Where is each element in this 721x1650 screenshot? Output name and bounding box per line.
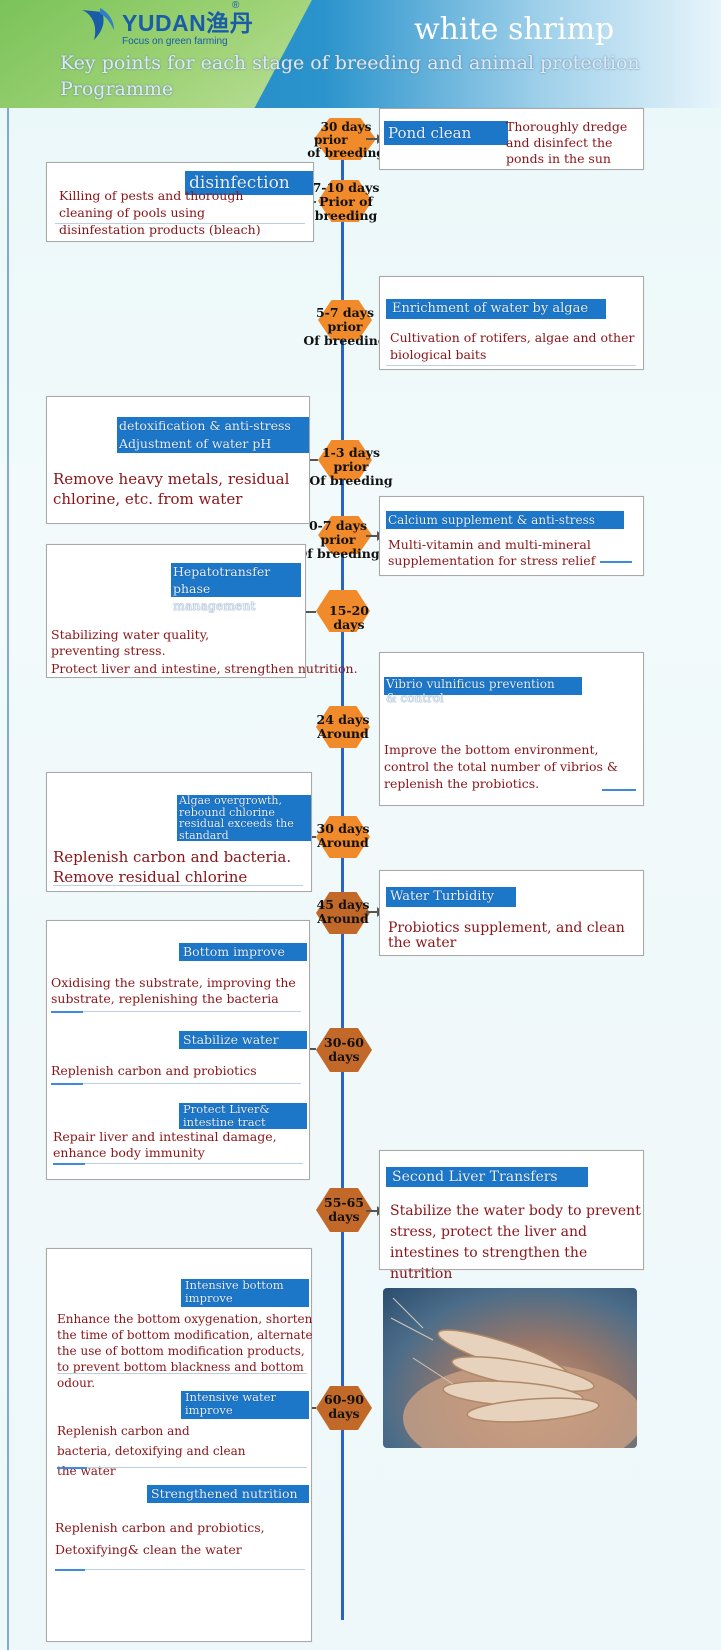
card-disinfection: disinfection Killing of pests and thorou… — [46, 162, 314, 242]
card-title: Water Turbidity — [386, 887, 516, 907]
card-body: Multi-vitamin and multi-mineral suppleme… — [388, 537, 596, 568]
header: YUDAN渔丹 Focus on green farming ® white s… — [0, 0, 721, 108]
card-body: Killing of pests and thorough cleaning o… — [59, 188, 261, 237]
logo-text: YUDAN渔丹 Focus on green farming — [122, 4, 253, 47]
stage-marker — [316, 706, 370, 748]
stage-marker — [316, 1028, 372, 1072]
divider — [51, 1011, 301, 1012]
arrow-right — [366, 134, 383, 144]
card-body-2: Protect liver and intestine, strengthen … — [51, 661, 358, 676]
stage-marker — [316, 1386, 372, 1430]
divider — [55, 1569, 85, 1571]
card-body: Repair liver and intestinal damage, enha… — [53, 1129, 277, 1160]
divider — [53, 885, 303, 886]
timeline-axis — [341, 130, 344, 1620]
card-title: Enrichment of water by algae — [386, 299, 606, 319]
registered-mark: ® — [232, 0, 240, 11]
stage-label: 15-20 days — [329, 603, 369, 632]
card-title: Vibrio vulnificus prevention& control — [384, 677, 582, 705]
arrow-right — [366, 907, 383, 917]
stage-marker — [316, 1188, 372, 1232]
divider — [57, 1373, 307, 1374]
brand-name: YUDAN渔丹 — [122, 10, 254, 36]
brand-tagline: Focus on green farming — [122, 36, 228, 47]
card-pond-clean: Pond clean Thoroughly dredge and disinfe… — [379, 108, 644, 170]
card-group-60-90: Intensive bottom improve Enhance the bot… — [46, 1248, 313, 1642]
left-border-line — [7, 108, 9, 1650]
divider — [600, 561, 632, 563]
card-calcium: Calcium supplement & anti-stress Multi-v… — [379, 496, 644, 576]
card-title: Strengthened nutrition — [147, 1485, 309, 1503]
card-second-liver: Second Liver Transfers Stabilize the wat… — [379, 1150, 644, 1282]
card-body: Replenish carbon and bacteria, detoxifyi… — [57, 1424, 246, 1478]
card-body: Stabilize the water body to prevent stre… — [390, 1203, 641, 1282]
card-title: Pond clean — [384, 121, 508, 145]
divider — [53, 1163, 85, 1165]
stage-marker — [314, 118, 376, 160]
divider — [57, 1467, 307, 1468]
card-algae-overgrowth: Algae overgrowth, rebound chlorine resid… — [46, 772, 312, 892]
stage-marker — [316, 590, 370, 632]
divider — [51, 1011, 83, 1013]
page-title: white shrimp — [414, 12, 615, 47]
card-water-turbidity: Water Turbidity Probiotics supplement, a… — [379, 870, 644, 956]
stage-marker — [316, 816, 370, 858]
card-body: Replenish carbon and probiotics, Detoxif… — [55, 1520, 265, 1557]
card-group-30-60: Bottom improve Oxidising the substrate, … — [46, 920, 310, 1180]
card-title: Intensive water improve — [181, 1391, 309, 1419]
fish-logo-icon — [82, 8, 114, 40]
card-body: Oxidising the substrate, improving the s… — [51, 975, 296, 1006]
card-body-1: Stabilizing water quality, preventing st… — [51, 627, 210, 658]
card-title: Intensive bottom improve — [181, 1279, 309, 1307]
card-body: Remove heavy metals, residual chlorine, … — [53, 470, 290, 508]
divider — [602, 789, 636, 791]
card-title: Calcium supplement & anti-stress — [386, 511, 624, 529]
divider — [55, 1569, 305, 1570]
stage-marker — [316, 892, 370, 934]
card-title: Algae overgrowth, rebound chlorine resid… — [177, 795, 311, 841]
card-algae-enrichment: Enrichment of water by algae Cultivation… — [379, 276, 644, 370]
card-body: Thoroughly dredge and disinfect the pond… — [506, 119, 628, 166]
card-body: Cultivation of rotifers, algae and other… — [390, 330, 635, 362]
card-title: Bottom improve — [179, 943, 307, 961]
arrow-right — [366, 531, 383, 541]
card-body: Probiotics supplement, and clean the wat… — [388, 920, 625, 951]
card-title: Stabilize water — [179, 1031, 307, 1049]
divider — [386, 365, 636, 366]
divider — [51, 1083, 83, 1085]
card-body: Replenish carbon and probiotics — [51, 1063, 257, 1078]
card-vibrio: Vibrio vulnificus prevention& control Im… — [379, 652, 644, 806]
card-body: Replenish carbon and bacteria. Remove re… — [53, 848, 292, 886]
card-title: Protect Liver& intestine tract — [179, 1103, 307, 1129]
card-title: disinfection — [185, 171, 313, 195]
arrow-right — [366, 1206, 383, 1216]
card-body: Improve the bottom environment, control … — [384, 742, 619, 791]
logo: YUDAN渔丹 Focus on green farming — [78, 4, 253, 47]
shrimp-illustration — [390, 1297, 637, 1448]
divider — [55, 223, 305, 224]
divider — [57, 1467, 87, 1469]
card-body: Enhance the bottom oxygenation, shorten … — [57, 1312, 313, 1390]
card-title: Second Liver Transfers — [386, 1167, 588, 1187]
shrimp-photo — [383, 1288, 637, 1448]
divider — [51, 1083, 301, 1084]
page-subtitle: Key points for each stage of breeding an… — [60, 52, 640, 100]
divider — [53, 1163, 303, 1164]
stage-marker — [318, 180, 372, 222]
